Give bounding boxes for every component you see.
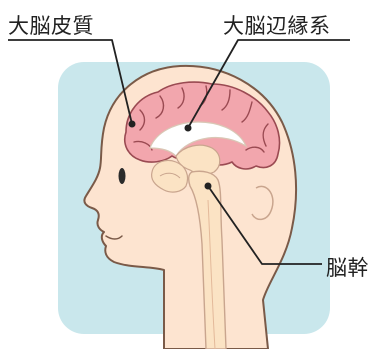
cortex-leader-dot xyxy=(129,121,136,128)
brainstem-leader-dot xyxy=(205,183,212,190)
eye xyxy=(119,168,126,184)
label-brainstem: 脳幹 xyxy=(326,256,369,280)
label-cerebral-cortex: 大脳皮質 xyxy=(8,14,94,38)
label-limbic-system: 大脳辺縁系 xyxy=(223,14,331,38)
limbic-leader-dot xyxy=(185,125,192,132)
